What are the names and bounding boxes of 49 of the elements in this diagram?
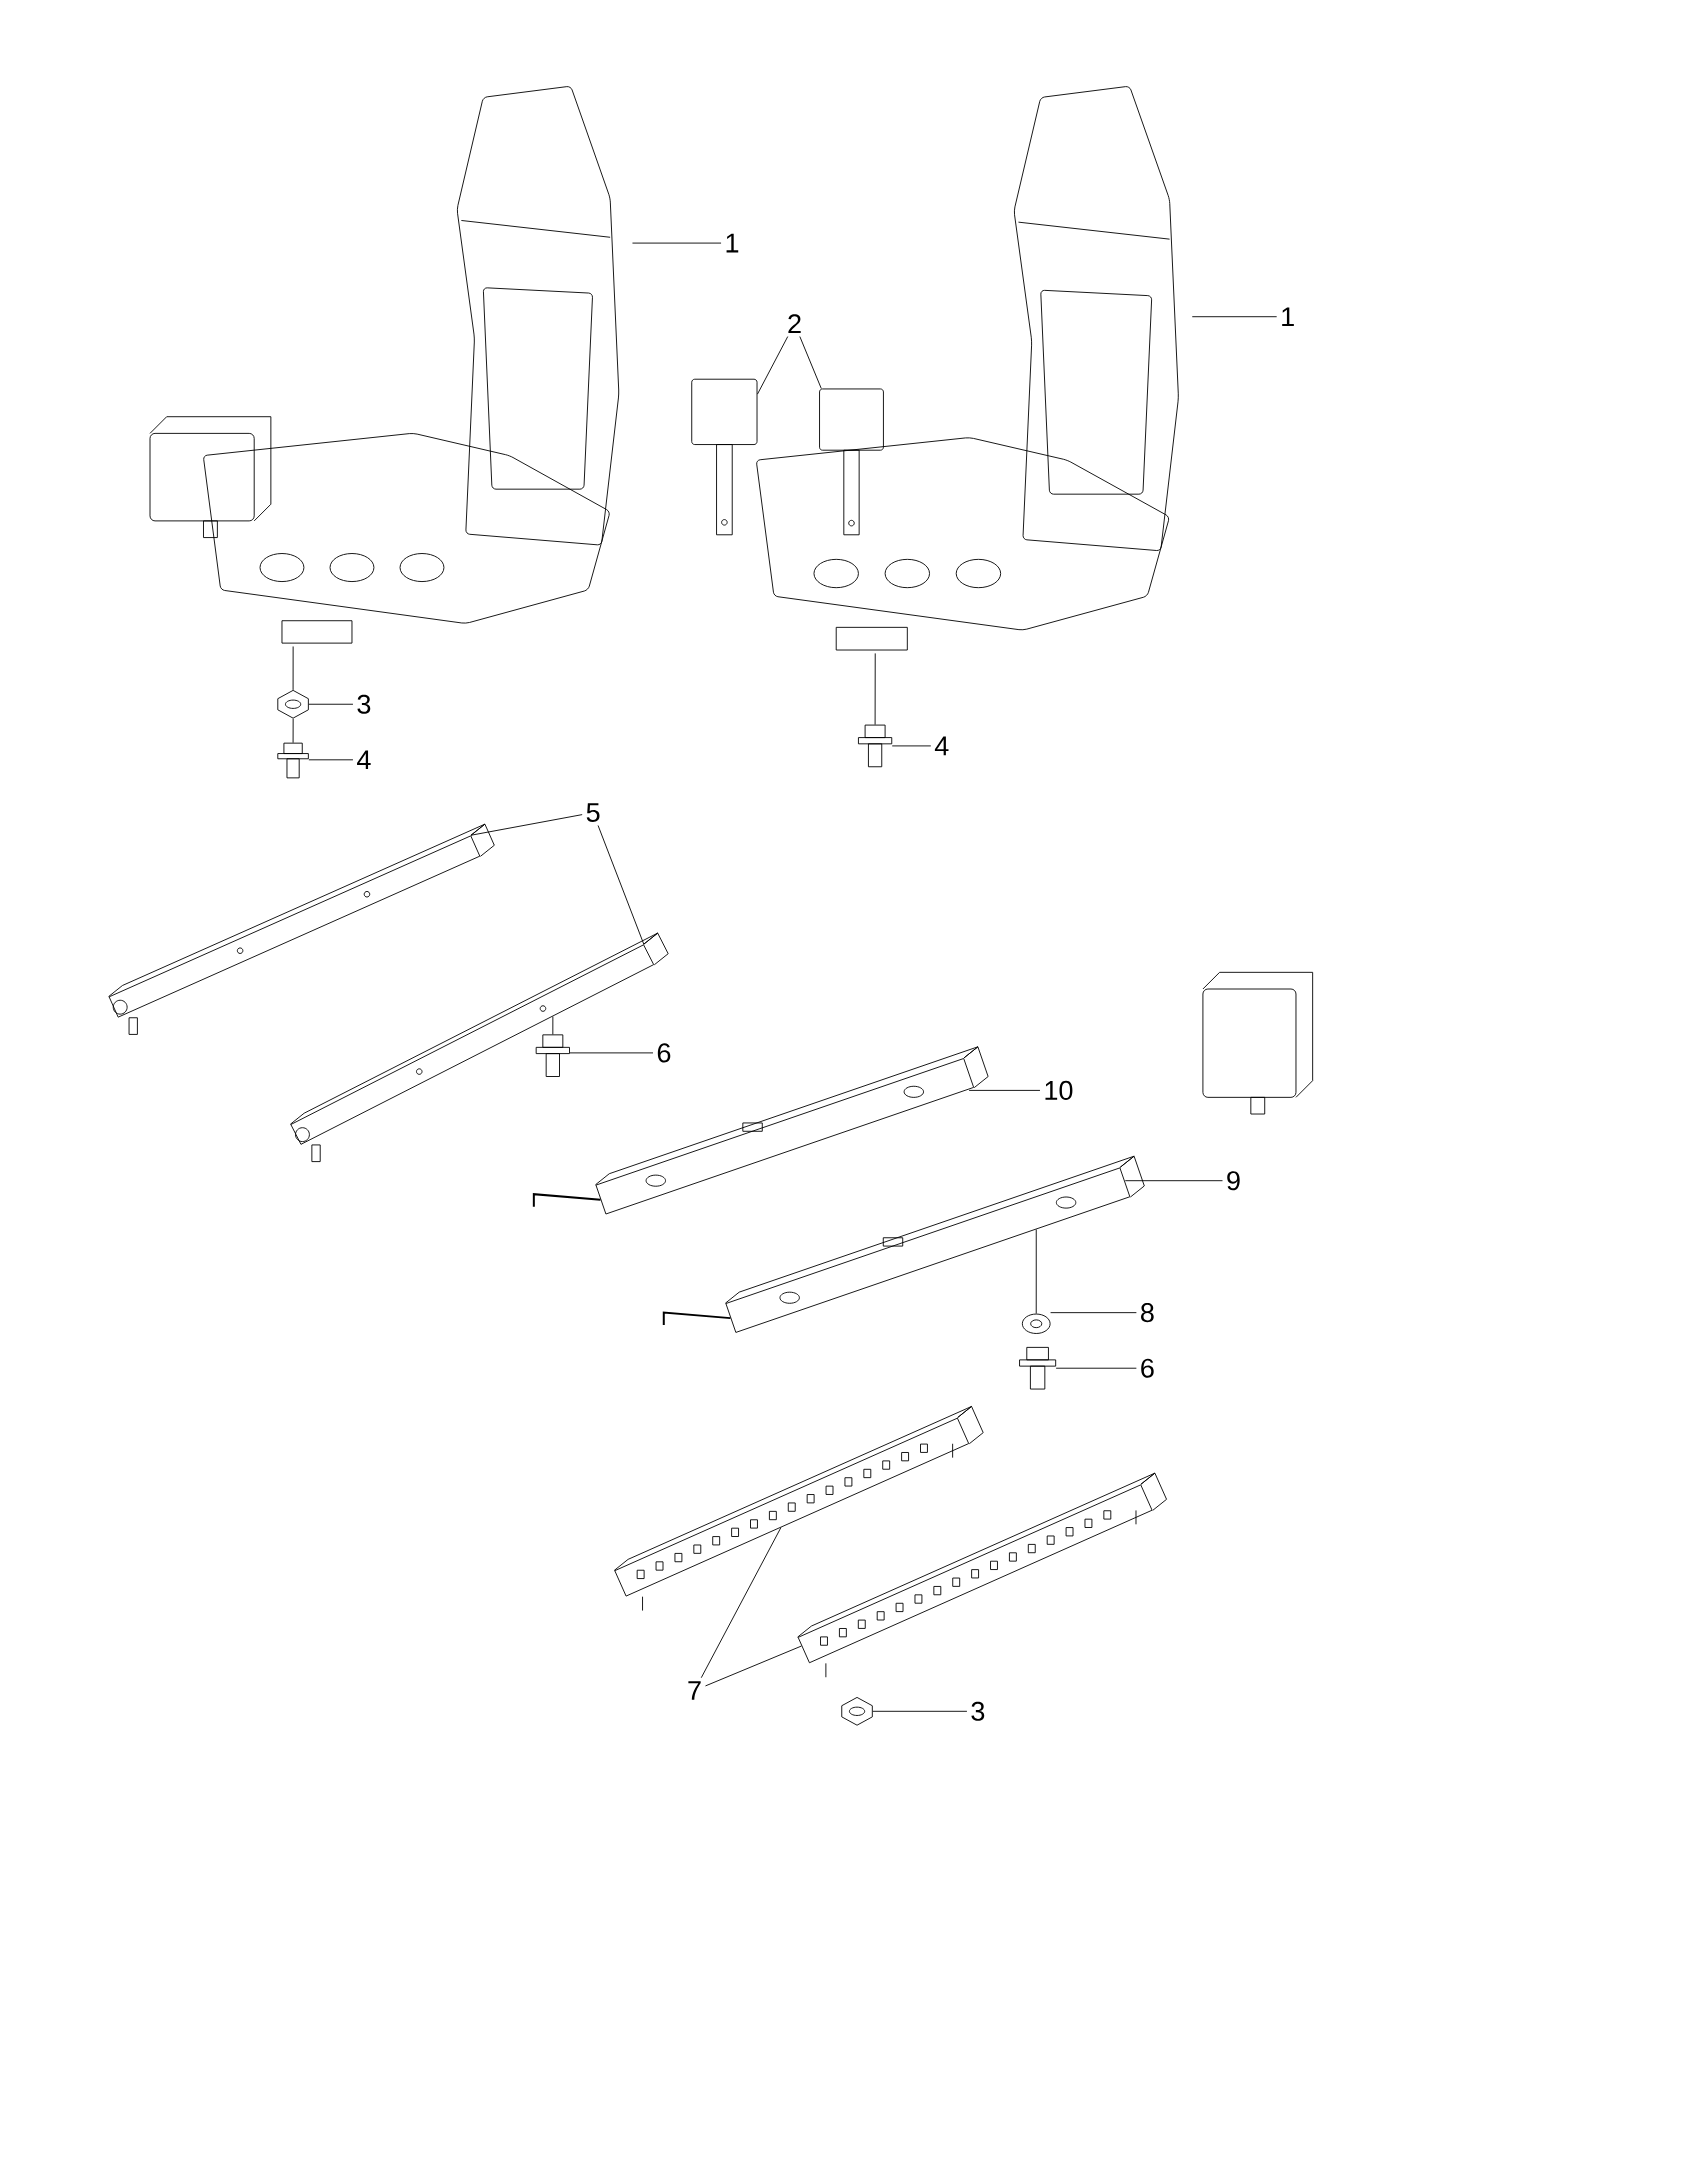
callout-number: 5 <box>586 803 600 822</box>
leader-line <box>632 242 722 244</box>
callout-number: 4 <box>935 736 949 756</box>
callout-number: 3 <box>971 1701 985 1721</box>
callout-number: 1 <box>726 233 739 253</box>
callout-number: 3 <box>357 694 371 714</box>
rail-drawing <box>290 932 669 1163</box>
bolt-drawing <box>858 724 893 768</box>
seat-drawing <box>203 86 620 644</box>
track-drawing <box>797 1472 1168 1664</box>
leader-line <box>1192 316 1278 318</box>
leader-line <box>872 1710 968 1712</box>
bolt-drawing <box>277 742 310 779</box>
callout-number: 6 <box>1141 1358 1154 1378</box>
leader-line <box>705 1645 803 1687</box>
leader-line <box>308 759 354 761</box>
callout-number: 9 <box>1227 1171 1240 1191</box>
buckle-drawing <box>691 378 758 536</box>
leader-line <box>1125 1180 1224 1182</box>
washer-drawing <box>1022 1313 1051 1334</box>
leader-line <box>701 1527 782 1679</box>
callout-number: 7 <box>688 1681 701 1700</box>
assembly-line <box>292 718 294 744</box>
leader-line <box>799 336 822 389</box>
leader-line <box>597 825 645 945</box>
callout-number: 8 <box>1141 1303 1154 1323</box>
assembly-line <box>552 1016 554 1035</box>
nut-drawing <box>277 689 310 719</box>
leader-line <box>569 1052 654 1054</box>
assembly-line <box>1036 1229 1037 1315</box>
nut-drawing <box>841 1696 874 1726</box>
leader-line <box>892 745 932 747</box>
assembly-line <box>874 652 876 726</box>
track-drawing <box>614 1406 984 1597</box>
rail-drawing <box>108 823 495 1035</box>
leader-line <box>1050 1312 1138 1314</box>
leader-line <box>308 703 354 705</box>
assembly-line <box>292 646 294 691</box>
leader-line <box>968 1089 1041 1091</box>
callout-number: 6 <box>658 1043 671 1063</box>
seat-drawing <box>756 86 1179 651</box>
bolt-drawing <box>1019 1346 1057 1390</box>
callout-number: 10 <box>1045 1080 1073 1100</box>
leader-line <box>470 814 583 836</box>
leader-line <box>1055 1367 1138 1369</box>
callout-number: 1 <box>1282 307 1295 326</box>
bolt-drawing <box>535 1034 571 1077</box>
leader-line <box>757 336 789 395</box>
callout-number: 4 <box>357 750 371 770</box>
